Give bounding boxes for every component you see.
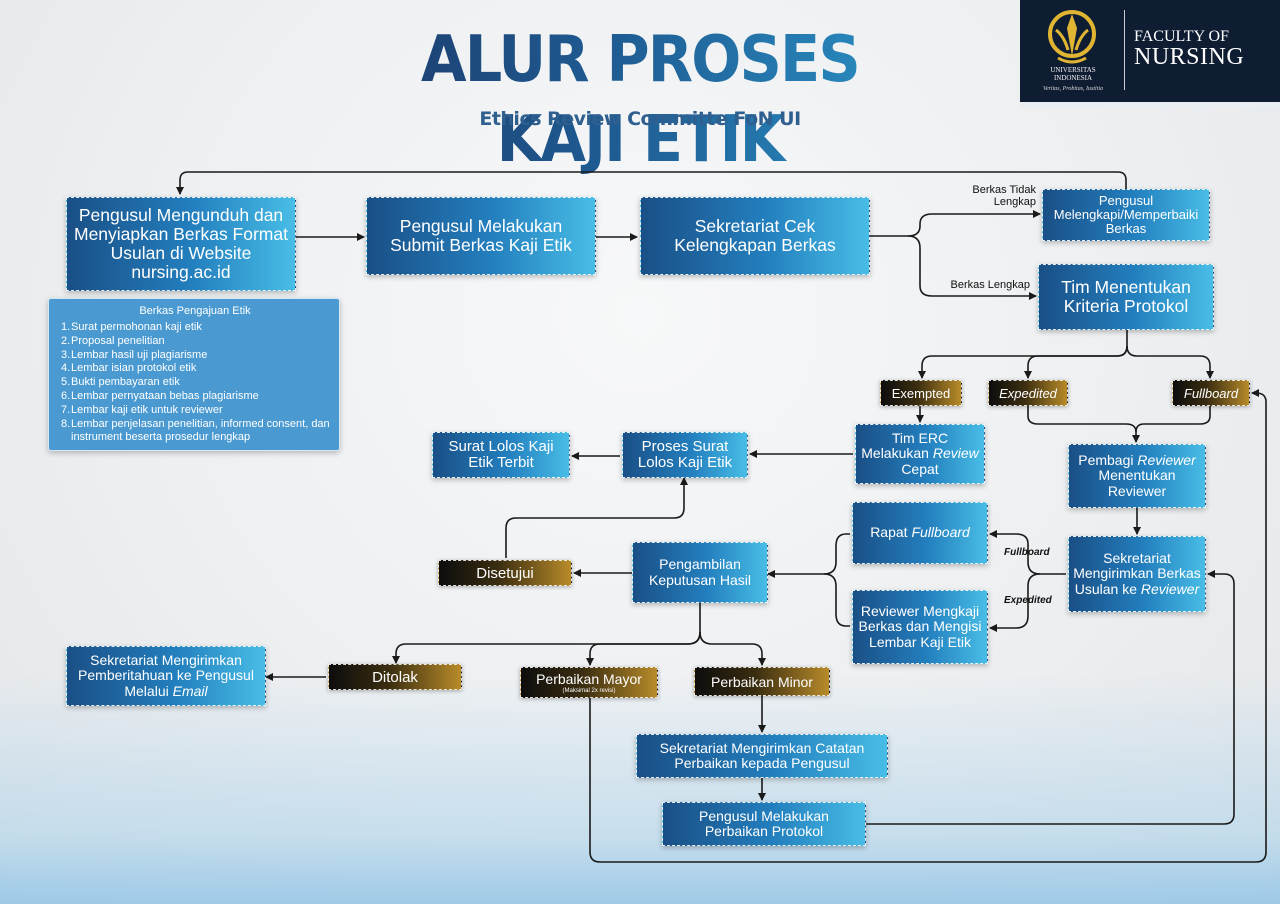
node-submit-berkas-text: Pengusul Melakukan Submit Berkas Kaji Et… bbox=[390, 215, 572, 255]
connector-send-rapat bbox=[989, 530, 1066, 575]
connector-criteria-expedited bbox=[1024, 345, 1128, 379]
node-catatan-perbaikan-text: Sekretariat Mengirimkan Catatan Perbaika… bbox=[659, 739, 865, 771]
list-item: 3.Lembar hasil uji plagiarisme bbox=[61, 348, 208, 361]
list-item: 8.Lembar penjelasan penelitian, informed… bbox=[61, 417, 330, 444]
tag-fullboard-text: Fullboard bbox=[1183, 385, 1239, 401]
node-catatan-perbaikan: Sekretariat Mengirimkan Catatan Perbaika… bbox=[636, 734, 888, 778]
node-kirim-ke-reviewer-text: Sekretariat Mengirimkan Berkas Usulan ke… bbox=[1073, 549, 1201, 597]
faculty-name: NURSING bbox=[1134, 44, 1245, 70]
node-tim-erc-text: Tim ERC Melakukan Review Cepat bbox=[861, 429, 979, 477]
label-fullboard-path: Fullboard bbox=[1004, 547, 1050, 558]
connector-check-complete bbox=[907, 235, 1037, 300]
faculty-label: FACULTY OF bbox=[1134, 28, 1229, 45]
tag-disetujui: Disetujui bbox=[438, 560, 572, 586]
label-berkas-tidak-lengkap: Berkas Tidak Lengkap bbox=[972, 184, 1036, 208]
connector-fullboard-pembagi bbox=[1135, 406, 1211, 433]
node-cek-kelengkapan: Sekretariat Cek Kelengkapan Berkas bbox=[640, 197, 870, 275]
connector-keputusan-ditolak bbox=[392, 603, 701, 664]
list-item: 1.Surat permohonan kaji etik bbox=[61, 321, 202, 333]
node-proses-surat-text: Proses Surat Lolos Kaji Etik bbox=[637, 437, 733, 471]
tag-perbaikan-mayor: Perbaikan Mayor (Maksimal 2x revisi) bbox=[520, 667, 658, 698]
connector-resubmit-loop bbox=[176, 171, 1127, 195]
label-expedited-path: Expedited bbox=[1004, 595, 1052, 606]
node-surat-terbit: Surat Lolos Kaji Etik Terbit bbox=[432, 432, 570, 478]
node-rapat-fullboard-text: Rapat Fullboard bbox=[870, 524, 970, 541]
node-melengkapi-berkas-text: Pengusul Melengkapi/Memperbaiki Berkas bbox=[1053, 192, 1199, 237]
node-reviewer-mengkaji: Reviewer Mengkaji Berkas dan Mengisi Lem… bbox=[852, 590, 988, 664]
university-motto: Veritas, Probitas, Iustitia bbox=[1042, 86, 1104, 92]
node-cek-kelengkapan-text: Sekretariat Cek Kelengkapan Berkas bbox=[674, 215, 836, 255]
list-item: 7.Lembar kaji etik untuk reviewer bbox=[61, 403, 223, 416]
makara-emblem-icon bbox=[1048, 10, 1096, 64]
node-submit-berkas: Pengusul Melakukan Submit Berkas Kaji Et… bbox=[366, 197, 596, 275]
connector-reviewer-keputusan bbox=[823, 573, 850, 627]
list-item: 6.Lembar pernyataan bebas plagiarisme bbox=[61, 389, 259, 402]
tag-expedited-text: Expedited bbox=[999, 385, 1057, 401]
tag-perbaikan-minor: Perbaikan Minor bbox=[694, 667, 830, 696]
label-berkas-lengkap: Berkas Lengkap bbox=[950, 279, 1031, 291]
connector-criteria-split bbox=[918, 330, 1128, 379]
list-item: 5.Bukti pembayaran etik bbox=[61, 376, 180, 389]
connector-disetujui-surat bbox=[505, 477, 688, 558]
node-kirim-ke-reviewer: Sekretariat Mengirimkan Berkas Usulan ke… bbox=[1068, 536, 1206, 612]
node-keputusan-hasil-text: Pengambilan Keputusan Hasil bbox=[649, 556, 751, 588]
berkas-pengajuan-title: Berkas Pengajuan Etik bbox=[139, 305, 251, 317]
connector-mayor-loop bbox=[589, 389, 1267, 863]
tag-perbaikan-mayor-text: Perbaikan Mayor bbox=[536, 671, 642, 687]
node-melengkapi-berkas: Pengusul Melengkapi/Memperbaiki Berkas bbox=[1042, 189, 1210, 241]
page-title: ALUR PROSES KAJI ETIK bbox=[364, 20, 916, 180]
tag-expedited: Expedited bbox=[988, 380, 1068, 406]
node-perbaikan-protokol-text: Pengusul Melakukan Perbaikan Protokol bbox=[699, 807, 829, 839]
connector-keputusan-mayor bbox=[586, 631, 701, 666]
node-reviewer-mengkaji-text: Reviewer Mengkaji Berkas dan Mengisi Lem… bbox=[858, 602, 982, 650]
tag-exempted: Exempted bbox=[880, 380, 962, 406]
node-pembagi-reviewer: Pembagi Reviewer Menentukan Reviewer bbox=[1068, 444, 1206, 508]
connector-keputusan-minor bbox=[699, 631, 766, 666]
tag-perbaikan-minor-text: Perbaikan Minor bbox=[711, 673, 813, 690]
node-kriteria-protokol-text: Tim Menentukan Kriteria Protokol bbox=[1061, 276, 1191, 316]
node-proses-surat: Proses Surat Lolos Kaji Etik bbox=[622, 432, 748, 478]
node-pembagi-reviewer-text: Pembagi Reviewer Menentukan Reviewer bbox=[1078, 451, 1196, 499]
page-subtitle: Ethics Review Committe FoN UI bbox=[479, 108, 801, 130]
berkas-pengajuan-list: 1.Surat permohonan kaji etik 2.Proposal … bbox=[57, 321, 333, 445]
node-download-format-text: Pengusul Mengunduh dan Menyiapkan Berkas… bbox=[74, 204, 288, 283]
connector-rapat-keputusan bbox=[767, 533, 850, 578]
connector-expedited-pembagi bbox=[1027, 406, 1140, 443]
connector-check-incomplete bbox=[870, 210, 1041, 237]
node-keputusan-hasil: Pengambilan Keputusan Hasil bbox=[632, 542, 768, 603]
faculty-logo: UNIVERSITAS INDONESIA Veritas, Probitas,… bbox=[1020, 0, 1280, 108]
node-pemberitahuan-email: Sekretariat Mengirimkan Pemberitahuan ke… bbox=[66, 646, 266, 706]
node-perbaikan-protokol: Pengusul Melakukan Perbaikan Protokol bbox=[662, 802, 866, 846]
university-name: UNIVERSITAS INDONESIA bbox=[1050, 66, 1096, 82]
connector-criteria-fullboard bbox=[1126, 345, 1214, 379]
tag-perbaikan-mayor-note: (Maksimal 2x revisi) bbox=[562, 688, 616, 694]
tag-ditolak: Ditolak bbox=[328, 664, 462, 690]
tag-fullboard: Fullboard bbox=[1172, 380, 1250, 406]
logo-divider bbox=[1124, 10, 1125, 90]
berkas-pengajuan-panel: Berkas Pengajuan Etik 1.Surat permohonan… bbox=[48, 298, 340, 451]
node-tim-erc: Tim ERC Melakukan Review Cepat bbox=[855, 424, 985, 484]
list-item: 2.Proposal penelitian bbox=[61, 334, 165, 347]
node-rapat-fullboard: Rapat Fullboard bbox=[852, 502, 988, 564]
logo-stripe bbox=[1020, 102, 1280, 108]
node-pemberitahuan-email-text: Sekretariat Mengirimkan Pemberitahuan ke… bbox=[78, 651, 254, 699]
connector-send-reviewer bbox=[989, 573, 1041, 632]
connector-perbaikan-send bbox=[866, 570, 1235, 825]
tag-ditolak-text: Ditolak bbox=[372, 668, 418, 686]
node-surat-terbit-text: Surat Lolos Kaji Etik Terbit bbox=[448, 437, 554, 471]
list-item: 4.Lembar isian protokol etik bbox=[61, 362, 197, 375]
node-download-format: Pengusul Mengunduh dan Menyiapkan Berkas… bbox=[66, 197, 296, 291]
node-kriteria-protokol: Tim Menentukan Kriteria Protokol bbox=[1038, 264, 1214, 330]
tag-exempted-text: Exempted bbox=[891, 385, 951, 401]
tag-disetujui-text: Disetujui bbox=[476, 564, 534, 582]
